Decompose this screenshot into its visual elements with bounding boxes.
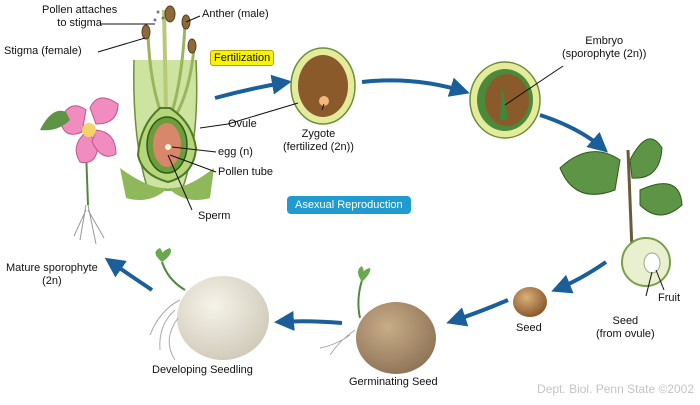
seed-illustration — [513, 287, 547, 317]
mature-sporophyte-label: Mature sporophyte (2n) — [6, 262, 98, 288]
pollen-tube-label: Pollen tube — [218, 166, 274, 178]
mature-sporophyte-illustration — [40, 97, 119, 245]
arrow-to-embryo — [361, 77, 470, 97]
flower-cross-section — [120, 5, 214, 201]
zygote-label: Zygote (fertilized (2n)) — [283, 128, 354, 154]
sperm-label: Sperm — [198, 210, 231, 222]
anther-label: Anther (male) — [202, 8, 269, 20]
arrow-to-fruit — [539, 113, 609, 153]
leader-lines — [97, 15, 665, 297]
embryo-label: Embryo (sporophyte (2n)) — [562, 35, 646, 61]
developing-seedling-illustration — [149, 248, 269, 361]
credit-text: Dept. Biol. Penn State ©2002 — [537, 382, 694, 396]
egg-label: egg (n) — [218, 146, 253, 158]
pollen-attaches-line1: Pollen attaches — [42, 4, 118, 16]
ovule-label: Ovule — [228, 118, 257, 130]
mature-sporophyte-line1: Mature sporophyte — [6, 262, 98, 274]
asexual-reproduction-badge: Asexual Reproduction — [287, 196, 411, 214]
fertilization-badge: Fertilization — [210, 50, 275, 66]
developing-seedling-label: Developing Seedling — [152, 364, 253, 376]
seed-from-ovule-label: Seed (from ovule) — [596, 315, 655, 341]
arrow-to-seed — [551, 260, 608, 294]
mature-sporophyte-line2: (2n) — [42, 275, 62, 287]
embryo-illustration — [469, 61, 541, 139]
germinating-seed-illustration — [319, 266, 436, 374]
arrow-to-mature — [104, 257, 154, 292]
arrow-to-developing — [274, 310, 343, 331]
seed-from-ovule-line2: (from ovule) — [596, 328, 655, 340]
pollen-attaches-line2: to stigma — [57, 17, 102, 29]
seed-from-ovule-line1: Seed — [612, 315, 639, 327]
stigma-label: Stigma (female) — [4, 45, 82, 57]
fruit-illustration — [559, 138, 683, 287]
arrow-to-zygote — [214, 74, 292, 100]
arrow-to-germinating — [446, 298, 509, 327]
embryo-line2: (sporophyte (2n)) — [562, 48, 647, 60]
germinating-seed-label: Germinating Seed — [349, 376, 438, 388]
seed-label: Seed — [516, 322, 542, 334]
zygote-illustration — [290, 47, 356, 125]
pollen-attaches-label: Pollen attaches to stigma — [42, 4, 117, 30]
fruit-label: Fruit — [658, 292, 680, 304]
embryo-line1: Embryo — [585, 35, 624, 47]
zygote-line1: Zygote — [301, 128, 336, 140]
zygote-line2: (fertilized (2n)) — [283, 141, 354, 153]
